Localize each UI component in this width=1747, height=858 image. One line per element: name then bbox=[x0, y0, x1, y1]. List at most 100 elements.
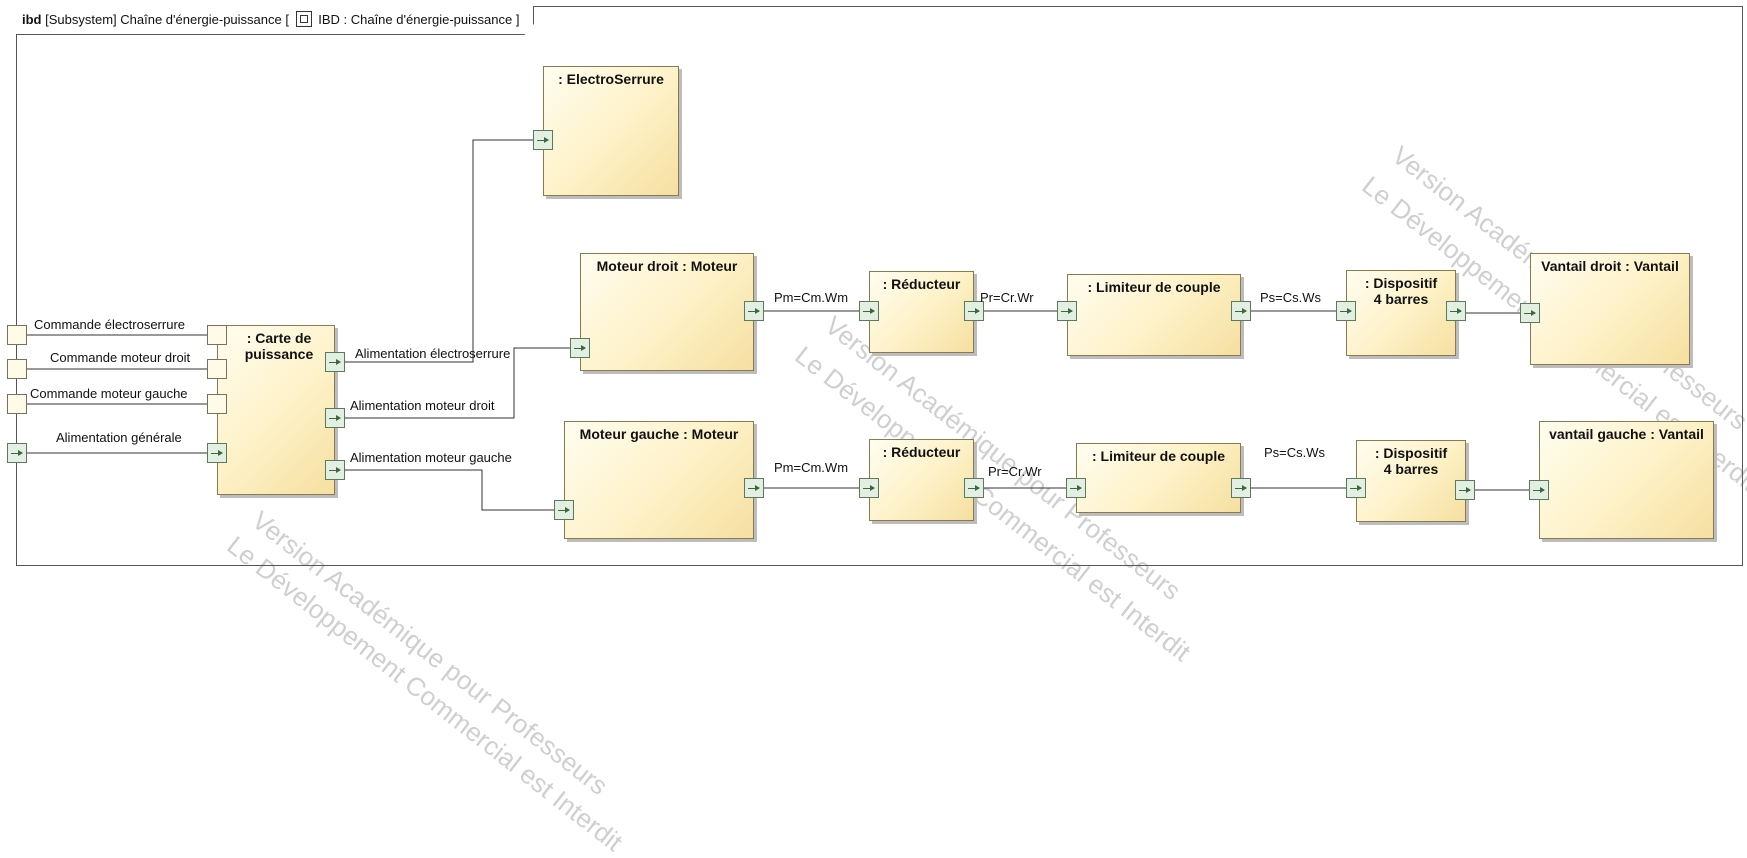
port-reducteur-2-out[interactable] bbox=[964, 478, 984, 498]
flow-arrow-icon bbox=[968, 485, 980, 491]
port-dispositif-1-out[interactable] bbox=[1446, 301, 1466, 321]
port-carte-cmd-moteur-gauche[interactable] bbox=[207, 394, 227, 414]
block-vantail-droit[interactable]: Vantail droit : Vantail bbox=[1530, 253, 1690, 365]
flow-label-ps-2: Ps=Cs.Ws bbox=[1264, 445, 1326, 460]
port-carte-alim-moteur-gauche[interactable] bbox=[325, 460, 345, 480]
flow-label-ps-1: Ps=Cs.Ws bbox=[1260, 290, 1322, 305]
flow-arrow-icon bbox=[968, 308, 980, 314]
flow-arrow-icon bbox=[1235, 485, 1247, 491]
port-reducteur-1-in[interactable] bbox=[859, 301, 879, 321]
block-title: : Dispositif 4 barres bbox=[1364, 275, 1438, 307]
port-carte-alim-electroserrure[interactable] bbox=[325, 352, 345, 372]
port-moteur-gauche-in[interactable] bbox=[554, 500, 574, 520]
block-title: : Réducteur bbox=[882, 444, 961, 460]
flow-arrow-icon bbox=[1340, 308, 1352, 314]
flow-arrow-icon bbox=[1235, 308, 1247, 314]
flow-arrow-icon bbox=[211, 450, 223, 456]
flow-label-cmd-moteur-droit: Commande moteur droit bbox=[50, 350, 191, 365]
port-carte-alim-generale[interactable] bbox=[207, 443, 227, 463]
port-limiteur-1-out[interactable] bbox=[1231, 301, 1251, 321]
block-title: : Carte de puissance bbox=[244, 330, 314, 362]
port-vantail-gauche-in[interactable] bbox=[1529, 480, 1549, 500]
frame-label: [Subsystem] Chaîne d'énergie-puissance [ bbox=[45, 12, 289, 27]
watermark-line-2: Le Développement Commercial est Interdit bbox=[221, 530, 629, 858]
ibd-diagram: Version Académique pour Professeurs Le D… bbox=[7, 6, 1747, 857]
port-alim-generale-external[interactable] bbox=[7, 443, 27, 463]
block-electroserrure[interactable]: : ElectroSerrure bbox=[543, 66, 679, 196]
block-title: Moteur gauche : Moteur bbox=[579, 426, 739, 442]
port-limiteur-1-in[interactable] bbox=[1057, 301, 1077, 321]
connectors bbox=[27, 139, 1529, 511]
port-reducteur-1-out[interactable] bbox=[964, 301, 984, 321]
flow-arrow-icon bbox=[863, 485, 875, 491]
port-electroserrure-in[interactable] bbox=[533, 130, 553, 150]
flow-label-alim-electroserrure: Alimentation électroserrure bbox=[355, 346, 511, 361]
flow-arrow-icon bbox=[1524, 310, 1536, 316]
flow-label-pm-1: Pm=Cm.Wm bbox=[774, 290, 849, 305]
flow-arrow-icon bbox=[1061, 308, 1073, 314]
port-cmd-moteur-droit-external[interactable] bbox=[7, 359, 27, 379]
flow-label-cmd-electroserrure: Commande électroserrure bbox=[34, 317, 186, 332]
flow-label-pm-2: Pm=Cm.Wm bbox=[774, 460, 849, 475]
flow-arrow-icon bbox=[11, 450, 23, 456]
block-dispositif-1[interactable]: : Dispositif 4 barres bbox=[1346, 270, 1456, 356]
port-cmd-moteur-gauche-external[interactable] bbox=[7, 394, 27, 414]
block-reducteur-2[interactable]: : Réducteur bbox=[869, 439, 974, 521]
flow-arrow-icon bbox=[537, 137, 549, 143]
block-title: Moteur droit : Moteur bbox=[596, 258, 738, 274]
flow-label-cmd-moteur-gauche: Commande moteur gauche bbox=[30, 386, 188, 401]
frame-keyword: ibd bbox=[22, 12, 42, 27]
port-dispositif-2-in[interactable] bbox=[1346, 478, 1366, 498]
port-carte-cmd-moteur-droit[interactable] bbox=[207, 359, 227, 379]
flow-label-alim-generale: Alimentation générale bbox=[56, 430, 182, 445]
block-title: : Limiteur de couple bbox=[1087, 279, 1221, 295]
port-carte-alim-moteur-droit[interactable] bbox=[325, 408, 345, 428]
flow-arrow-icon bbox=[1450, 308, 1462, 314]
port-cmd-electroserrure-external[interactable] bbox=[7, 325, 27, 345]
flow-label-pr-1: Pr=Cr.Wr bbox=[980, 290, 1034, 305]
port-carte-cmd-electroserrure[interactable] bbox=[207, 325, 227, 345]
block-title: Vantail droit : Vantail bbox=[1541, 258, 1679, 274]
flow-label-alim-moteur-droit: Alimentation moteur droit bbox=[350, 398, 495, 413]
block-reducteur-1[interactable]: : Réducteur bbox=[869, 271, 974, 353]
port-dispositif-2-out[interactable] bbox=[1455, 480, 1475, 500]
port-moteur-gauche-out[interactable] bbox=[744, 478, 764, 498]
flow-arrow-icon bbox=[863, 308, 875, 314]
flow-arrow-icon bbox=[329, 359, 341, 365]
block-title: : Limiteur de couple bbox=[1091, 448, 1225, 464]
flow-label-alim-moteur-gauche: Alimentation moteur gauche bbox=[350, 450, 512, 465]
block-title: : Réducteur bbox=[882, 276, 961, 292]
block-vantail-gauche[interactable]: vantail gauche : Vantail bbox=[1539, 421, 1714, 539]
block-limiteur-2[interactable]: : Limiteur de couple bbox=[1076, 443, 1241, 513]
flow-arrow-icon bbox=[1070, 485, 1082, 491]
ibd-diagram-icon bbox=[296, 11, 312, 27]
block-title: vantail gauche : Vantail bbox=[1549, 426, 1704, 442]
frame-diagram-name: IBD : Chaîne d'énergie-puissance ] bbox=[318, 12, 520, 27]
block-dispositif-2[interactable]: : Dispositif 4 barres bbox=[1356, 440, 1466, 522]
block-carte-de-puissance[interactable]: : Carte de puissance bbox=[217, 325, 335, 495]
flow-arrow-icon bbox=[574, 345, 586, 351]
port-moteur-droit-out[interactable] bbox=[744, 301, 764, 321]
block-moteur-gauche[interactable]: Moteur gauche : Moteur bbox=[564, 421, 754, 539]
diagram-frame-header: ibd [Subsystem] Chaîne d'énergie-puissan… bbox=[16, 6, 534, 35]
flow-arrow-icon bbox=[1350, 485, 1362, 491]
port-dispositif-1-in[interactable] bbox=[1336, 301, 1356, 321]
port-moteur-droit-in[interactable] bbox=[570, 338, 590, 358]
flow-arrow-icon bbox=[558, 507, 570, 513]
block-limiteur-1[interactable]: : Limiteur de couple bbox=[1067, 274, 1241, 356]
flow-arrow-icon bbox=[1533, 487, 1545, 493]
flow-arrow-icon bbox=[748, 485, 760, 491]
connector-alim-electroserrure bbox=[345, 139, 533, 363]
port-limiteur-2-in[interactable] bbox=[1066, 478, 1086, 498]
flow-label-pr-2: Pr=Cr.Wr bbox=[988, 464, 1042, 479]
flow-arrow-icon bbox=[329, 467, 341, 473]
port-reducteur-2-in[interactable] bbox=[859, 478, 879, 498]
port-vantail-droit-in[interactable] bbox=[1520, 303, 1540, 323]
flow-arrow-icon bbox=[1459, 487, 1471, 493]
connector-alim-moteur-droit bbox=[345, 347, 570, 419]
diagram-frame bbox=[16, 6, 1743, 566]
connector-alim-moteur-gauche bbox=[345, 469, 554, 511]
port-limiteur-2-out[interactable] bbox=[1231, 478, 1251, 498]
flow-arrow-icon bbox=[748, 308, 760, 314]
block-moteur-droit[interactable]: Moteur droit : Moteur bbox=[580, 253, 754, 371]
